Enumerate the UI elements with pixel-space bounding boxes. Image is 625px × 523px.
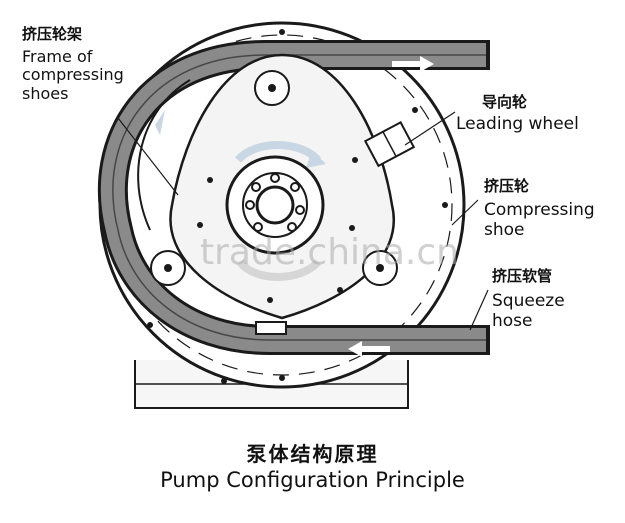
- label-leading-en: Leading wheel: [456, 114, 579, 134]
- label-hose-en: Squeeze hose: [492, 291, 565, 331]
- title-english: Pump Configuration Principle: [160, 468, 465, 492]
- label-frame-cn: 挤压轮架: [22, 25, 83, 43]
- title-chinese: 泵体结构原理: [246, 442, 379, 466]
- label-frame-en: Frame of compressing shoes: [22, 47, 124, 103]
- compressing-shoe-left: [150, 250, 186, 286]
- label-leading-cn: 导向轮: [482, 93, 528, 111]
- label-hose-cn: 挤压软管: [492, 267, 553, 285]
- label-shoe-en: Compressing shoe: [484, 201, 595, 239]
- compressing-shoe-top: [254, 70, 290, 106]
- watermark: trade.china.cn: [200, 232, 459, 273]
- compressing-shoe-right: [362, 250, 398, 286]
- leading-wheel: [363, 121, 416, 168]
- flow-arrow-in: [348, 341, 390, 357]
- flow-arrow-out: [392, 56, 434, 72]
- label-shoe-cn: 挤压轮: [484, 177, 530, 195]
- leader-lines: [117, 111, 489, 331]
- rotation-arrow-bottom: [236, 259, 321, 281]
- hub-bolts: [245, 173, 305, 232]
